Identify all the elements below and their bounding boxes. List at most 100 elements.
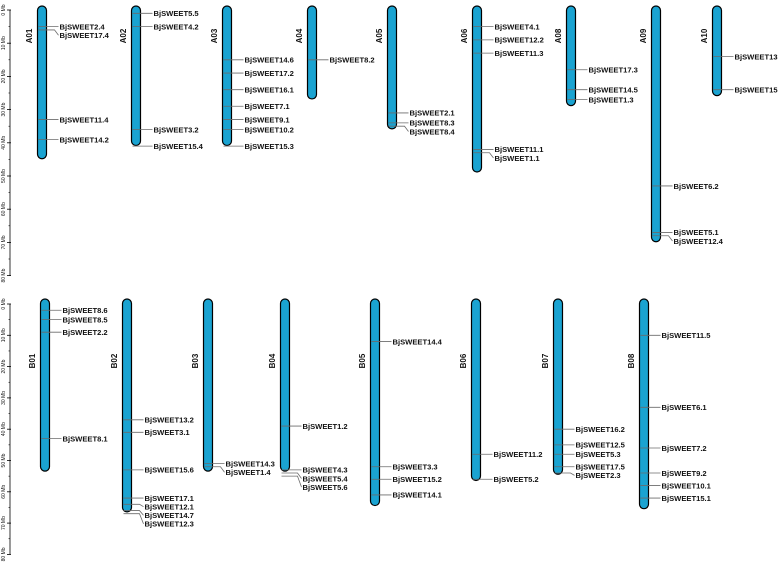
gene-label: BjSWEET9.2 [662, 469, 707, 478]
gene-label: BjSWEET17.3 [589, 66, 638, 75]
gene-label: BjSWEET14.4 [393, 337, 443, 346]
scale-tick-label: 60 Mb [1, 202, 7, 216]
gene-label: BjSWEET5.2 [494, 475, 539, 484]
gene-label: BjSWEET11.5 [662, 331, 712, 340]
gene-label: BjSWEET12.2 [495, 36, 544, 45]
gene-label: BjSWEET17.2 [245, 69, 294, 78]
scale-tick-label: 40 Mb [1, 136, 7, 150]
gene-label: BjSWEET12.4 [674, 237, 724, 246]
chromosome-bar [470, 298, 482, 482]
gene-marker-line [38, 29, 59, 36]
gene-label: BjSWEET2.4 [60, 22, 106, 31]
chromosome-label: B02 [110, 353, 119, 368]
chromosome-a02: A02BjSWEET5.5BjSWEET4.2BjSWEET3.2BjSWEET… [119, 5, 204, 151]
chromosome-bar [130, 5, 142, 147]
gene-marker-line [123, 513, 144, 525]
gene-label: BjSWEET15.3 [245, 142, 294, 151]
scale-tick-label: 30 Mb [1, 391, 7, 405]
gene-label: BjSWEET7.1 [245, 102, 291, 111]
chromosome-bar [711, 5, 723, 97]
chromosome-a03: A03BjSWEET14.6BjSWEET17.2BjSWEET16.1BjSW… [210, 5, 295, 151]
gene-label: BjSWEET2.1 [410, 109, 456, 118]
chromosome-label: A01 [25, 28, 34, 43]
gene-label: BjSWEET7.2 [662, 444, 707, 453]
gene-label: BjSWEET6.1 [662, 403, 708, 412]
chromosome-bar [369, 298, 381, 507]
gene-label: BjSWEET11.4 [60, 115, 110, 124]
gene-label: BjSWEET2.2 [63, 328, 108, 337]
gene-label: BjSWEET11.3 [495, 49, 544, 58]
chromosome-label: A08 [554, 28, 563, 43]
chromosome-bar [36, 5, 48, 160]
chromosome-a06: A06BjSWEET4.1BjSWEET12.2BjSWEET11.3BjSWE… [460, 5, 544, 173]
chromosome-bar [552, 298, 564, 475]
gene-label: BjSWEET1.1 [495, 154, 541, 163]
gene-label: BjSWEET15.2 [393, 475, 442, 484]
gene-label: BjSWEET3.1 [145, 428, 191, 437]
gene-label: BjSWEET1.4 [226, 468, 272, 477]
chromosome-label: A04 [295, 28, 304, 43]
gene-label: BjSWEET12.1 [145, 502, 195, 511]
chromosome-label: A10 [700, 28, 709, 43]
chromosome-label: B03 [191, 353, 200, 368]
chromosome-b05: B05BjSWEET14.4BjSWEET3.3BjSWEET15.2BjSWE… [358, 298, 443, 507]
gene-marker-line [388, 125, 409, 132]
gene-label: BjSWEET8.5 [63, 315, 109, 324]
chromosome-bar [471, 5, 483, 173]
gene-label: BjSWEET14.7 [145, 511, 194, 520]
scale-tick-label: 50 Mb [1, 169, 7, 183]
chromosome-b02: B02BjSWEET13.2BjSWEET3.1BjSWEET15.6BjSWE… [110, 298, 195, 529]
chromosome-bar [565, 5, 577, 107]
gene-label: BjSWEET3.2 [154, 125, 199, 134]
gene-label: BjSWEET8.6 [63, 306, 108, 315]
scale-tick-label: 40 Mb [1, 422, 7, 436]
gene-label: BjSWEET16.2 [576, 425, 625, 434]
gene-label: BjSWEET14.6 [245, 56, 294, 65]
gene-marker-line [281, 472, 302, 479]
chromosome-label: A05 [375, 28, 384, 43]
scale-tick-label: 10 Mb [1, 328, 7, 342]
gene-marker-line [204, 466, 225, 473]
gene-label: BjSWEET17.5 [576, 463, 626, 472]
chromosome-bar [221, 5, 233, 147]
chromosome-b08: B08BjSWEET11.5BjSWEET6.1BjSWEET7.2BjSWEE… [627, 298, 712, 510]
gene-label: BjSWEET1.3 [589, 95, 634, 104]
chromosome-b07: B07BjSWEET16.2BjSWEET12.5BjSWEET5.3BjSWE… [541, 298, 626, 480]
chromosome-b04: B04BjSWEET1.2BjSWEET4.3BjSWEET5.4BjSWEET… [268, 298, 349, 492]
gene-label: BjSWEET15.1 [662, 494, 712, 503]
chromosome-bar [306, 5, 318, 100]
scale-tick-label: 20 Mb [1, 359, 7, 373]
gene-label: BjSWEET8.1 [63, 434, 109, 443]
scale-tick-label: 80 Mb [1, 547, 7, 561]
gene-label: BjSWEET5.4 [303, 474, 349, 483]
scale-tick-label: 70 Mb [1, 235, 7, 249]
gene-label: BjSWEET15.5 [735, 85, 778, 94]
scale-tick-label: 30 Mb [1, 102, 7, 116]
gene-marker-line [281, 475, 302, 488]
chromosome-label: A09 [639, 28, 648, 43]
gene-label: BjSWEET2.3 [576, 471, 621, 480]
chromosome-bar [386, 5, 398, 130]
gene-label: BjSWEET8.3 [410, 119, 455, 128]
gene-label: BjSWEET15.4 [154, 142, 204, 151]
gene-label: BjSWEET8.4 [410, 127, 456, 136]
gene-label: BjSWEET5.5 [154, 9, 200, 18]
gene-label: BjSWEET4.3 [303, 466, 348, 475]
scale-tick-label: 50 Mb [1, 453, 7, 467]
gene-label: BjSWEET12.3 [145, 520, 194, 529]
gene-label: BjSWEET14.5 [589, 85, 639, 94]
gene-label: BjSWEET17.1 [145, 494, 195, 503]
gene-label: BjSWEET10.2 [245, 125, 294, 134]
gene-label: BjSWEET5.1 [674, 228, 720, 237]
chromosome-label: B07 [541, 353, 550, 368]
scale-tick-label: 70 Mb [1, 516, 7, 530]
chromosome-bar [279, 298, 291, 472]
